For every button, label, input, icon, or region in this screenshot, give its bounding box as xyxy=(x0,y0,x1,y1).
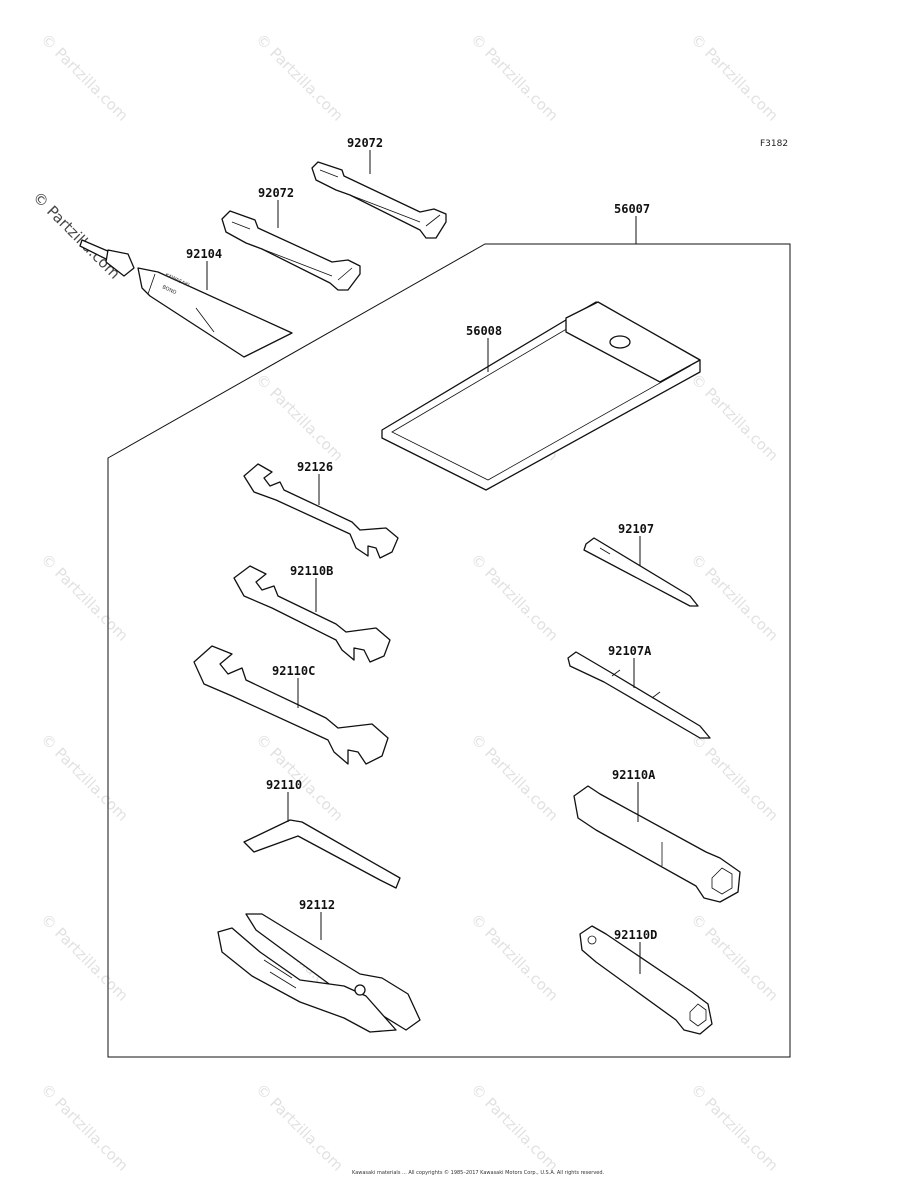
hex-key xyxy=(243,819,401,889)
watermark: © Partzilla.com xyxy=(687,30,782,125)
watermark: © Partzilla.com xyxy=(252,1080,347,1175)
watermark: © Partzilla.com xyxy=(252,370,347,465)
copyright-footer: Kawasaki materials ... All copyrights © … xyxy=(352,1169,605,1176)
box-wrench-92110d xyxy=(579,925,713,1035)
watermark: © Partzilla.com xyxy=(467,550,562,645)
part-label-92126: 92126 xyxy=(297,460,333,474)
wrench-92126 xyxy=(243,463,399,559)
strap-lower xyxy=(221,210,361,291)
watermark: © Partzilla.com xyxy=(467,30,562,125)
watermark: © Partzilla.com xyxy=(687,910,782,1005)
watermark: © Partzilla.com xyxy=(687,1080,782,1175)
watermark: © Partzilla.com xyxy=(687,730,782,825)
wrench-92110c xyxy=(193,645,389,765)
watermark: © Partzilla.com xyxy=(37,730,132,825)
box-wrench-92110a xyxy=(573,785,741,903)
watermark: © Partzilla.com xyxy=(37,910,132,1005)
part-label-92104: 92104 xyxy=(186,247,222,261)
tube-print-product: BOND xyxy=(161,284,177,296)
part-label-92072b: 92072 xyxy=(258,186,294,200)
figure-code: F3182 xyxy=(760,139,788,149)
watermark: © Partzilla.com xyxy=(687,370,782,465)
watermark: © Partzilla.com xyxy=(467,730,562,825)
watermark: © Partzilla.com xyxy=(467,1080,562,1175)
part-label-56008: 56008 xyxy=(466,324,502,338)
watermark: © Partzilla.com xyxy=(37,30,132,125)
part-label-92107a: 92107A xyxy=(608,644,652,658)
part-label-92072a: 92072 xyxy=(347,136,383,150)
watermark: © Partzilla.com xyxy=(687,550,782,645)
strap-upper xyxy=(311,161,447,239)
screwdriver-92107 xyxy=(583,537,699,607)
part-label-92110: 92110 xyxy=(266,778,302,792)
screwdriver-92107a xyxy=(567,651,711,739)
tool-kit-outline xyxy=(107,243,791,1058)
wrench-92110b xyxy=(233,565,391,663)
part-label-92110d: 92110D xyxy=(614,928,657,942)
watermark-stamp: © Partzilla.com xyxy=(29,188,124,283)
part-label-92110a: 92110A xyxy=(612,768,656,782)
watermark: © Partzilla.com xyxy=(252,30,347,125)
watermark: © Partzilla.com xyxy=(37,1080,132,1175)
part-label-92110b: 92110B xyxy=(290,564,333,578)
watermark: © Partzilla.com xyxy=(467,910,562,1005)
tool-pouch xyxy=(381,301,701,491)
part-label-92112: 92112 xyxy=(299,898,335,912)
watermark: © Partzilla.com xyxy=(37,550,132,645)
pliers xyxy=(217,913,421,1033)
part-label-92110c: 92110C xyxy=(272,664,315,678)
part-label-92107: 92107 xyxy=(618,522,654,536)
bond-tube: KAWASAKI BOND xyxy=(79,239,293,358)
part-label-56007: 56007 xyxy=(614,202,650,216)
